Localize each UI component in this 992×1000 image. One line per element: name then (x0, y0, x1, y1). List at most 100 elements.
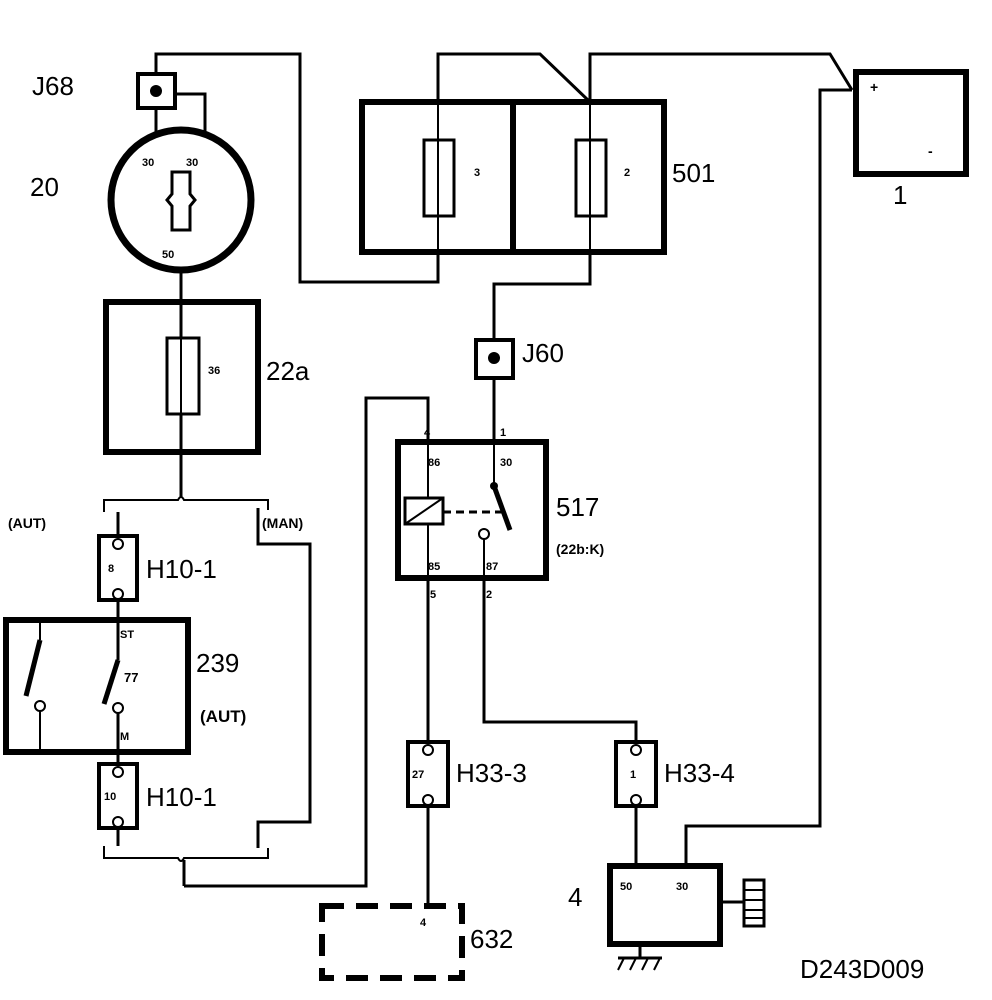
label-man: (MAN) (262, 515, 303, 531)
pin-fuse-36: 36 (208, 365, 220, 377)
sw-left-arm (23, 639, 43, 697)
pin-sw-77: 77 (124, 670, 138, 685)
pin-relay-4: 4 (424, 427, 431, 439)
unit-632-box (319, 903, 465, 981)
wire-j68-ign30 (175, 92, 207, 140)
connector-h10-bottom (97, 762, 139, 830)
wire-j68-fuse3 (154, 52, 440, 284)
pin-fuse-2: 2 (624, 167, 630, 179)
labels: J68 20 501 1 22a J60 517 (22b:K) (AUT) (… (8, 71, 924, 984)
battery-box (853, 69, 969, 177)
key-slot-icon (165, 170, 197, 232)
pin-h10-top: 8 (108, 563, 114, 575)
pin-labels: 30 30 50 3 2 36 + - 4 1 86 30 85 87 5 2 … (104, 79, 933, 929)
pin-h33-4: 1 (630, 769, 636, 781)
j68-dot (150, 85, 162, 97)
pin-unit-632: 4 (420, 917, 427, 929)
wire-fuse2-j60 (492, 252, 592, 342)
connector-h33-3 (406, 740, 450, 808)
label-h10-top: H10-1 (146, 554, 217, 584)
h10-bottom-pin-a (112, 766, 124, 778)
label-ignition: 20 (30, 172, 59, 202)
pin-relay-85: 85 (428, 561, 440, 573)
label-j68: J68 (32, 71, 74, 101)
label-relay-sub: (22b:K) (556, 541, 604, 557)
switch-239-box (3, 617, 191, 755)
pin-relay-87: 87 (486, 561, 498, 573)
label-unit-632: 632 (470, 924, 513, 954)
wire-battery-starter30 (684, 88, 852, 866)
unit-632 (319, 903, 465, 981)
label-relay: 517 (556, 492, 599, 522)
pinion-gear-icon (742, 878, 766, 928)
relay-contact-arm (491, 485, 513, 531)
relay-coil-diag (404, 497, 444, 525)
label-switch-239: 239 (196, 648, 239, 678)
pin-h10-bottom: 10 (104, 791, 116, 803)
sw-right-contact (112, 702, 124, 714)
sw-left-contact (34, 700, 46, 712)
fuse-36-body (165, 336, 201, 416)
label-j60: J60 (522, 338, 564, 368)
pin-ign-30b: 30 (186, 157, 198, 169)
label-ref-code: D243D009 (800, 954, 924, 984)
wire-man-branch (256, 508, 312, 848)
label-h33-4: H33-4 (664, 758, 735, 788)
connector-h10-top (97, 534, 139, 602)
pin-bat-plus: + (870, 79, 878, 95)
h33-3-pin-a (422, 744, 434, 756)
h10-top-pin-a (112, 538, 124, 550)
ignition-switch (107, 126, 255, 274)
pin-bat-minus: - (928, 143, 933, 159)
j60-dot (488, 352, 500, 364)
fuse-box-501 (359, 99, 667, 255)
splitters (103, 496, 269, 862)
pin-relay-1: 1 (500, 427, 506, 439)
connector-h33-4 (614, 740, 658, 808)
label-fuse-22a: 22a (266, 356, 310, 386)
label-switch-239-sub: (AUT) (200, 707, 246, 726)
wire-fuse2-battery (588, 52, 854, 102)
connector-j60 (474, 338, 515, 380)
pin-relay-86: 86 (428, 457, 440, 469)
connector-j68 (136, 72, 177, 110)
h10-bottom-pin-b (112, 816, 124, 828)
switch-239 (3, 617, 191, 755)
starter-motor (607, 863, 766, 971)
ground-hatch-2 (629, 957, 637, 971)
relay-contact-87 (478, 528, 490, 540)
label-aut: (AUT) (8, 515, 46, 531)
ground-hatch-1 (617, 957, 625, 971)
label-fuse-box: 501 (672, 158, 715, 188)
h33-4-pin-b (630, 794, 642, 806)
sw-right-arm (101, 659, 121, 705)
wire-relay4-return (184, 396, 430, 888)
label-starter: 4 (568, 882, 582, 912)
pin-relay-5: 5 (430, 589, 436, 601)
starter-box (607, 863, 723, 947)
label-battery: 1 (893, 180, 907, 210)
pin-relay-2: 2 (486, 589, 492, 601)
fuse-22a (103, 299, 261, 455)
h10-top-pin-b (112, 588, 124, 600)
ground-hatch-4 (653, 957, 661, 971)
relay-517 (395, 439, 549, 581)
pin-h33-3: 27 (412, 769, 424, 781)
wire-relay2-h334 (482, 578, 638, 742)
label-h33-3: H33-3 (456, 758, 527, 788)
pin-starter-50: 50 (620, 881, 632, 893)
bottom-splitter (103, 846, 269, 862)
top-splitter (103, 496, 269, 512)
label-h10-bottom: H10-1 (146, 782, 217, 812)
h33-4-pin-a (630, 744, 642, 756)
pin-fuse-3: 3 (474, 167, 480, 179)
ground-hatch-3 (641, 957, 649, 971)
pin-ign-30a: 30 (142, 157, 154, 169)
h33-3-pin-b (422, 794, 434, 806)
pin-sw-st: ST (120, 629, 134, 641)
pin-sw-m: M (120, 731, 129, 743)
pin-ign-50: 50 (162, 249, 174, 261)
relay-box (395, 439, 549, 581)
pin-relay-30: 30 (500, 457, 512, 469)
